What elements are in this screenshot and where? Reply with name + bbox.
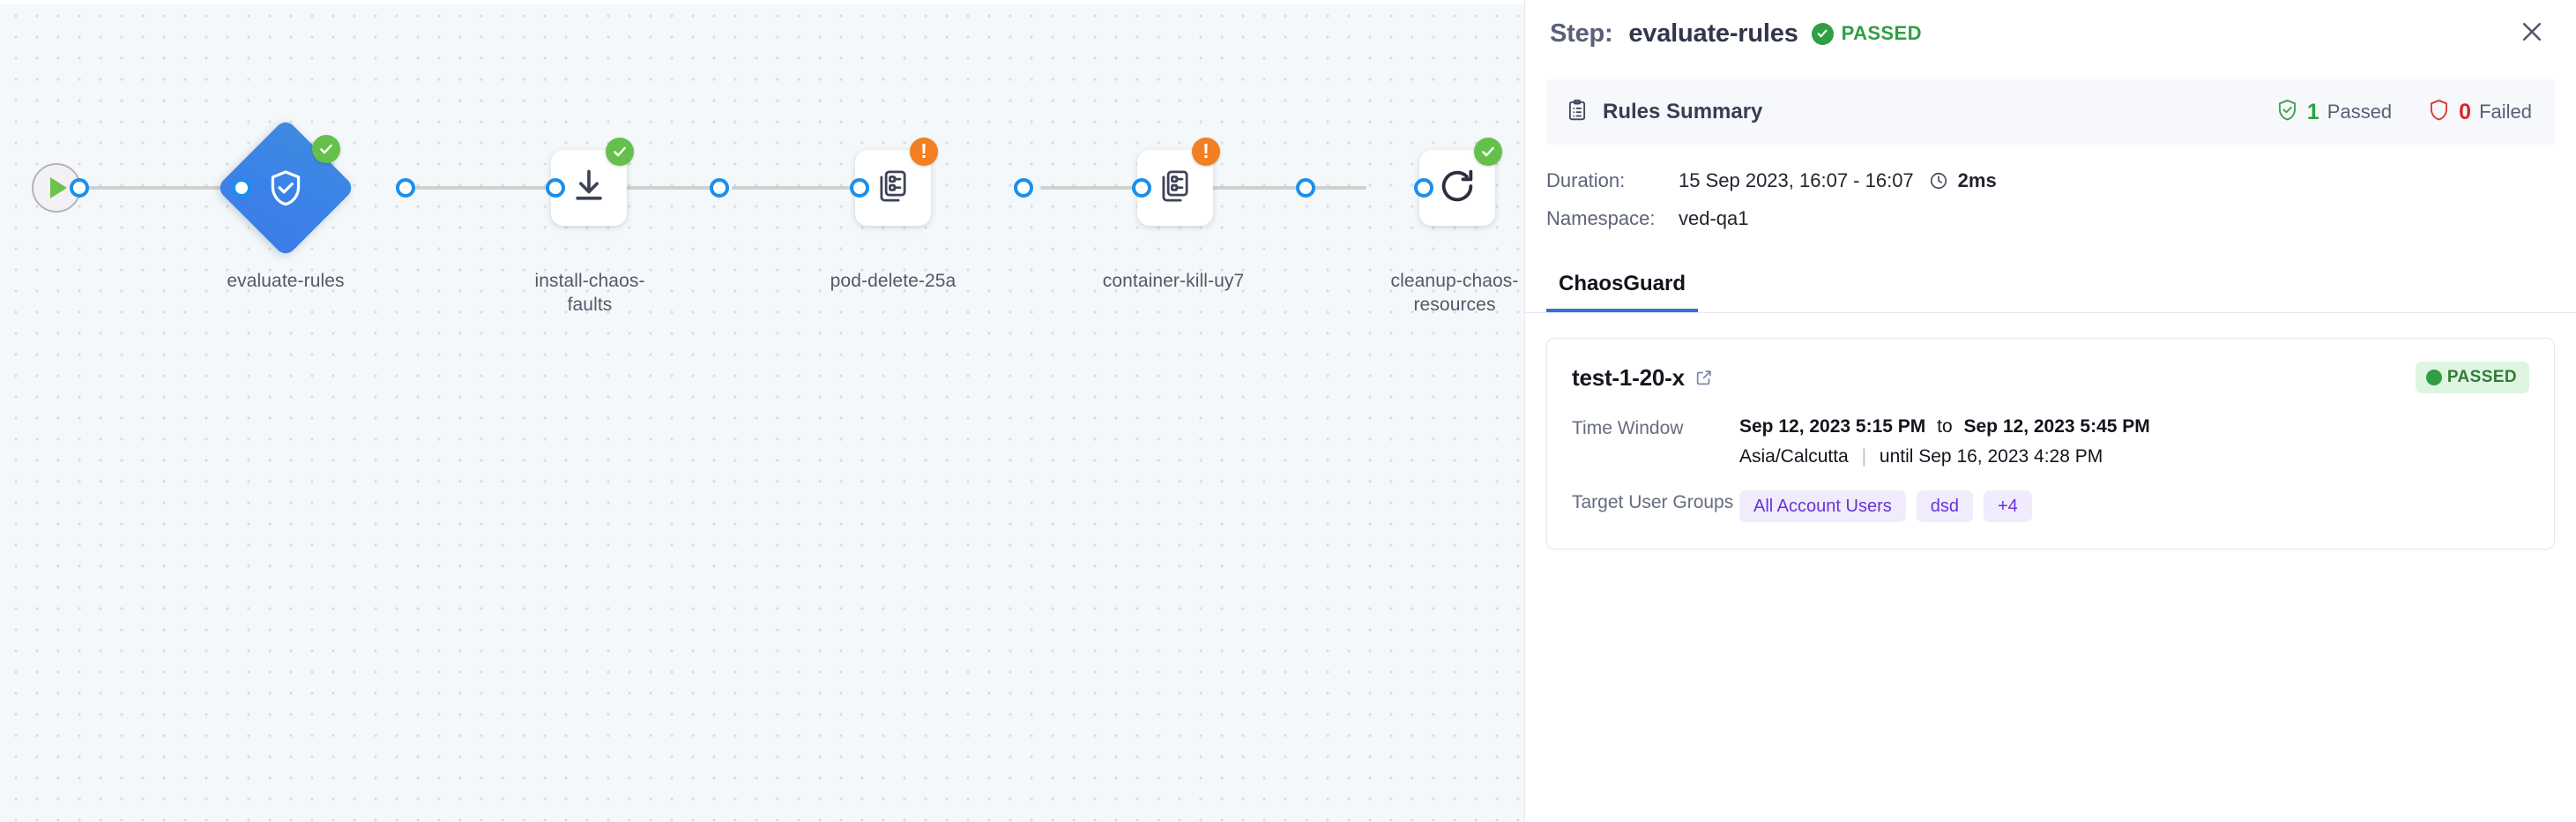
port-cleanup-in[interactable] — [1414, 178, 1433, 198]
exclamation-glyph: ! — [1202, 139, 1210, 162]
edge-start-to-evaluate-rules — [78, 186, 254, 190]
chaosguard-test-card: test-1-20-x PASSED Time Window Sep 12, 2 — [1546, 338, 2555, 549]
clipboard-list-icon — [1566, 98, 1589, 127]
node-label-container-kill-uy7: container-kill-uy7 — [1102, 271, 1245, 291]
edge-evaluate-to-install — [406, 186, 555, 190]
panel-header: Step: evaluate-rules PASSED — [1525, 0, 2576, 67]
port-pod-delete-out[interactable] — [1014, 178, 1033, 198]
check-circle-icon — [606, 138, 634, 166]
time-window-timezone: Asia/Calcutta — [1739, 446, 1849, 467]
check-circle-icon — [1811, 22, 1834, 45]
node-label-evaluate-rules: evaluate-rules — [227, 271, 345, 291]
canvas-top-edge — [0, 0, 1524, 4]
test-status-badge: PASSED — [2415, 362, 2529, 393]
time-window-join: to — [1937, 416, 1953, 437]
duration-label: Duration: — [1546, 169, 1626, 191]
rules-failed-count: 0 — [2459, 99, 2472, 124]
edge-container-kill-to-cleanup — [1040, 186, 1199, 190]
namespace-value: ved-qa1 — [1679, 207, 1749, 229]
port-pod-delete-in[interactable] — [850, 178, 869, 198]
time-window-label: Time Window — [1572, 418, 1684, 438]
node-label-cleanup-chaos-resources: cleanup-chaos-resources — [1390, 271, 1519, 315]
port-evaluate-rules-in[interactable] — [232, 178, 251, 198]
panel-title-prefix: Step: — [1550, 19, 1613, 48]
namespace-label: Namespace: — [1546, 207, 1656, 229]
rules-summary-bar: Rules Summary 1 Passed — [1546, 79, 2555, 145]
tab-chaosguard[interactable]: ChaosGuard — [1546, 272, 1699, 312]
edge-install-to-pod-delete — [564, 186, 723, 190]
rules-passed-label: Passed — [2327, 101, 2393, 123]
user-group-chip[interactable]: All Account Users — [1739, 490, 1906, 522]
play-icon — [50, 177, 67, 198]
duration-elapsed: 2ms — [1957, 169, 1997, 191]
page-title: Step: evaluate-rules — [1550, 19, 1798, 49]
status-dot-icon — [2425, 370, 2442, 385]
chaos-fault-icon — [875, 168, 912, 209]
port-evaluate-rules-out[interactable] — [396, 178, 415, 198]
namespace-row: Namespace: ved-qa1 — [1546, 207, 2576, 230]
node-shape-diamond[interactable] — [215, 117, 356, 258]
test-name: test-1-20-x — [1572, 363, 1685, 391]
pipeline-graph: evaluate-rules install-chaos-faults — [32, 117, 1519, 315]
rules-failed-stat: 0 Failed — [2427, 97, 2532, 127]
edge-pod-delete-to-container-kill — [732, 186, 890, 190]
exclamation-glyph: ! — [920, 139, 927, 162]
shield-icon — [2427, 97, 2451, 127]
test-status-text: PASSED — [2446, 368, 2517, 386]
user-group-overflow-chip[interactable]: +4 — [1983, 490, 2032, 522]
time-window-end: Sep 12, 2023 5:45 PM — [1963, 416, 2150, 437]
port-container-kill-in[interactable] — [1132, 178, 1151, 198]
chaos-fault-icon — [1157, 168, 1194, 209]
target-user-groups-row: Target User Groups All Account Users dsd… — [1572, 490, 2529, 522]
exclamation-circle-icon: ! — [910, 138, 938, 166]
rules-summary-left: Rules Summary — [1566, 98, 1762, 127]
duration-value: 15 Sep 2023, 16:07 - 16:07 — [1679, 169, 1914, 191]
target-user-groups-chips: All Account Users dsd +4 — [1739, 490, 2032, 522]
time-window-start: Sep 12, 2023 5:15 PM — [1739, 416, 1926, 437]
exclamation-circle-icon: ! — [1192, 138, 1220, 166]
panel-tabs: ChaosGuard — [1525, 260, 2576, 313]
step-details-panel: Step: evaluate-rules PASSED — [1524, 0, 2576, 822]
rules-passed-stat: 1 Passed — [2275, 97, 2392, 127]
node-install-chaos-faults[interactable] — [551, 138, 634, 226]
port-install-out[interactable] — [710, 178, 729, 198]
check-circle-icon — [1474, 138, 1502, 166]
node-label-pod-delete-25a: pod-delete-25a — [830, 271, 957, 291]
pipeline-canvas[interactable]: evaluate-rules install-chaos-faults — [0, 0, 1524, 822]
clock-icon — [1929, 171, 1948, 191]
time-window-row: Time Window Sep 12, 2023 5:15 PM to Sep … — [1572, 416, 2529, 467]
port-start-out[interactable] — [70, 178, 89, 198]
node-evaluate-rules[interactable] — [215, 117, 356, 258]
rules-summary-title: Rules Summary — [1603, 100, 1763, 123]
check-circle-icon — [312, 135, 340, 163]
time-window-range: Sep 12, 2023 5:15 PM to Sep 12, 2023 5:4… — [1739, 416, 2150, 437]
shield-check-icon — [2275, 97, 2299, 127]
test-card-header: test-1-20-x PASSED — [1572, 362, 2529, 393]
port-container-kill-out[interactable] — [1296, 178, 1315, 198]
target-user-groups-label: Target User Groups — [1572, 492, 1734, 512]
divider: | — [1861, 446, 1867, 467]
edge-cleanup-in — [1208, 186, 1366, 190]
shield-check-icon — [265, 166, 306, 210]
status-badge: PASSED — [1841, 22, 1922, 44]
download-icon — [570, 167, 608, 210]
node-label-install-chaos-faults: install-chaos-faults — [534, 271, 645, 315]
panel-title-step-name: evaluate-rules — [1628, 19, 1798, 48]
refresh-icon — [1437, 166, 1478, 211]
time-window-timezone-row: Asia/Calcutta | until Sep 16, 2023 4:28 … — [1739, 446, 2150, 467]
time-window-values: Sep 12, 2023 5:15 PM to Sep 12, 2023 5:4… — [1739, 416, 2150, 467]
user-group-chip[interactable]: dsd — [1916, 490, 1973, 522]
duration-value-group: 15 Sep 2023, 16:07 - 16:07 2ms — [1679, 169, 1997, 192]
time-window-until: until Sep 16, 2023 4:28 PM — [1879, 446, 2103, 467]
rules-failed-label: Failed — [2479, 101, 2532, 123]
close-icon — [2519, 19, 2545, 49]
duration-row: Duration: 15 Sep 2023, 16:07 - 16:07 2ms — [1546, 169, 2576, 192]
port-install-in[interactable] — [546, 178, 565, 198]
rules-passed-count: 1 — [2306, 99, 2319, 124]
external-link-icon[interactable] — [1694, 368, 1714, 387]
rules-summary-stats: 1 Passed 0 Failed — [2275, 97, 2532, 127]
close-button[interactable] — [2513, 14, 2551, 53]
